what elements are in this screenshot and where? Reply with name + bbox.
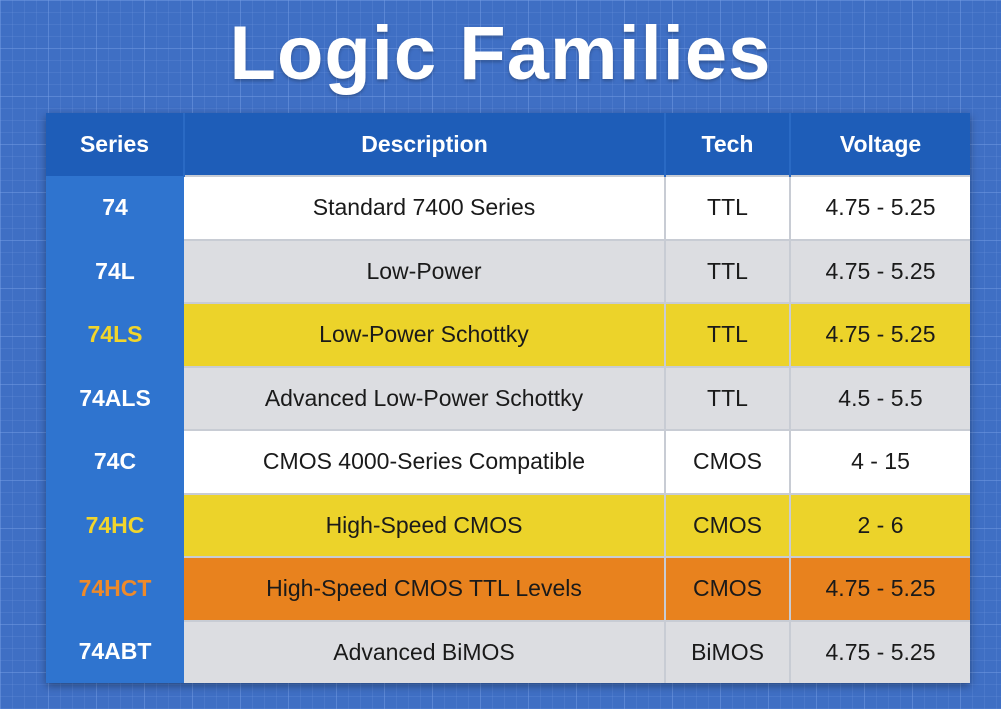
- series-cell: 74ALS: [46, 366, 184, 430]
- voltage-cell: 4 - 15: [790, 429, 970, 494]
- column-header-voltage: Voltage: [790, 113, 970, 176]
- description-cell: Standard 7400 Series: [184, 175, 666, 240]
- voltage-cell: 4.75 - 5.25: [790, 556, 970, 621]
- tech-cell: TTL: [665, 175, 791, 240]
- series-cell: 74ABT: [46, 620, 184, 683]
- voltage-cell: 4.75 - 5.25: [790, 175, 970, 240]
- column-header-series: Series: [46, 113, 185, 176]
- series-cell: 74L: [46, 239, 184, 303]
- series-cell: 74LS: [46, 303, 184, 367]
- voltage-cell: 4.5 - 5.5: [790, 365, 970, 430]
- description-cell: CMOS 4000-Series Compatible: [184, 429, 666, 494]
- tech-cell: BiMOS: [665, 619, 791, 683]
- tech-cell: CMOS: [665, 492, 791, 557]
- table-header-row: Series Description Tech Voltage: [46, 113, 970, 176]
- description-cell: High-Speed CMOS TTL Levels: [184, 556, 666, 621]
- tech-cell: TTL: [665, 365, 791, 430]
- series-cell: 74HCT: [46, 557, 184, 621]
- column-header-description: Description: [184, 113, 666, 176]
- series-cell: 74HC: [46, 493, 184, 557]
- voltage-cell: 2 - 6: [790, 492, 970, 557]
- voltage-cell: 4.75 - 5.25: [790, 238, 970, 303]
- tech-cell: CMOS: [665, 556, 791, 621]
- description-cell: High-Speed CMOS: [184, 492, 666, 557]
- description-cell: Advanced Low-Power Schottky: [184, 365, 666, 430]
- voltage-cell: 4.75 - 5.25: [790, 302, 970, 367]
- tech-cell: TTL: [665, 238, 791, 303]
- description-cell: Low-Power: [184, 238, 666, 303]
- voltage-cell: 4.75 - 5.25: [790, 619, 970, 683]
- tech-cell: CMOS: [665, 429, 791, 494]
- page-title: Logic Families: [229, 11, 772, 96]
- column-header-tech: Tech: [665, 113, 791, 176]
- series-cell: 74C: [46, 430, 184, 494]
- description-cell: Low-Power Schottky: [184, 302, 666, 367]
- description-cell: Advanced BiMOS: [184, 619, 666, 683]
- tech-cell: TTL: [665, 302, 791, 367]
- series-cell: 74: [46, 176, 184, 240]
